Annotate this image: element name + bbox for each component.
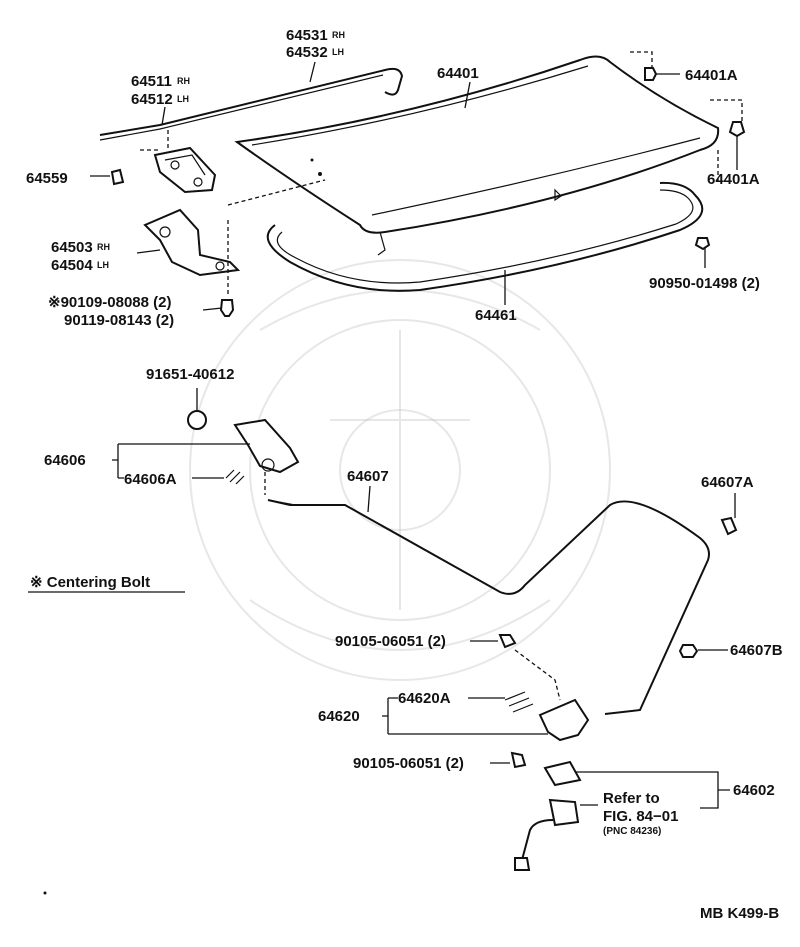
part-labels: 64531 RH 64532 LH 64401 64401A 64511 RH …: [26, 27, 783, 922]
label-64504: 64504: [51, 257, 93, 274]
label-64602: 64602: [733, 782, 775, 799]
label-64504-side: LH: [97, 260, 109, 270]
label-64607A: 64607A: [701, 474, 754, 491]
label-64607: 64607: [347, 468, 389, 485]
label-64606A: 64606A: [124, 471, 177, 488]
label-64401A-right: 64401A: [707, 171, 760, 188]
refer-fig-text: FIG. 84−01: [603, 808, 678, 825]
label-64531-side: RH: [332, 30, 345, 40]
label-91651: 91651-40612: [146, 366, 234, 383]
lock-assembly: [225, 418, 300, 485]
label-64401: 64401: [437, 65, 479, 82]
label-90119: 90119-08143 (2): [64, 312, 174, 329]
label-64512-side: LH: [177, 94, 189, 104]
label-64461: 64461: [475, 307, 517, 324]
label-64503-side: RH: [97, 242, 110, 252]
refer-to-text: Refer to: [603, 790, 660, 807]
label-64607B: 64607B: [730, 642, 783, 659]
label-64512: 64512: [131, 91, 173, 108]
hardware-parts: [90, 67, 746, 769]
leader-lines: [28, 51, 743, 895]
label-64511-side: RH: [177, 76, 190, 86]
label-90950: 90950-01498 (2): [649, 275, 760, 292]
label-64532-side: LH: [332, 47, 344, 57]
lock-cylinder: [514, 760, 582, 871]
label-64511: 64511: [131, 73, 172, 90]
hinge-upper: [153, 146, 217, 194]
opener-assembly: [504, 691, 590, 742]
hinge-lower: [143, 208, 241, 277]
label-64620: 64620: [318, 708, 360, 725]
refer-pnc-text: (PNC 84236): [603, 826, 661, 837]
label-90109: ※90109-08088 (2): [48, 294, 172, 311]
watermark-emblem: [189, 259, 611, 681]
torsion-bar: [99, 67, 404, 141]
trunk-lid: [234, 55, 720, 256]
label-64620A: 64620A: [398, 690, 451, 707]
drawing-code: MB K499-B: [700, 905, 779, 922]
label-64401A-top: 64401A: [685, 67, 738, 84]
label-90105-lower: 90105-06051 (2): [353, 755, 464, 772]
label-64532: 64532: [286, 44, 328, 61]
weatherstrip: [266, 181, 704, 292]
release-cable: [267, 499, 710, 715]
centering-bolt-note: ※ Centering Bolt: [30, 574, 150, 591]
label-64531: 64531: [286, 27, 328, 44]
label-64503: 64503: [51, 239, 93, 256]
label-64559: 64559: [26, 170, 68, 187]
label-90105-upper: 90105-06051 (2): [335, 633, 446, 650]
label-64606: 64606: [44, 452, 86, 469]
